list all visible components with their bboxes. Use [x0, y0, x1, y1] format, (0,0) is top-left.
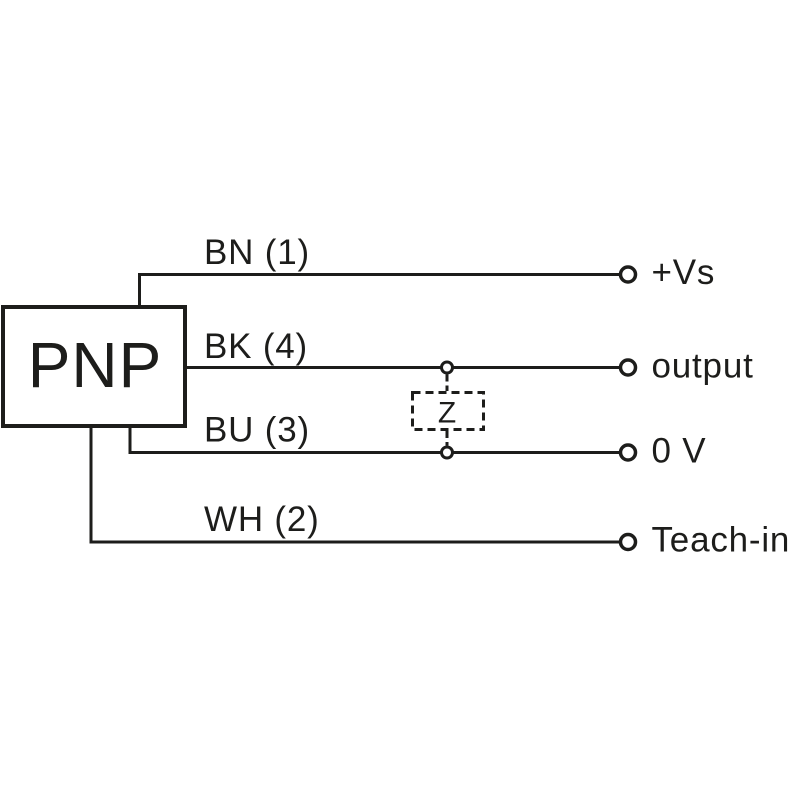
terminal-circle-output	[618, 358, 638, 377]
terminal-circle-vs	[618, 265, 638, 284]
terminal-label-teach-in: Teach-in	[652, 521, 791, 560]
terminal-circle-0v	[618, 443, 638, 462]
impedance-label: Z	[438, 397, 456, 430]
device-box	[1, 305, 187, 428]
terminal-circle-teach-in	[618, 532, 638, 552]
wire-label-bu: BU (3)	[204, 411, 310, 450]
junction-circle-output	[440, 360, 454, 375]
wire-label-bk: BK (4)	[204, 327, 308, 366]
wire-bn	[138, 273, 619, 307]
terminal-label-output: output	[652, 347, 754, 386]
device-label: PNP	[28, 329, 163, 401]
impedance-box	[411, 391, 485, 431]
terminal-label-0v: 0 V	[652, 432, 707, 471]
junction-circle-0v	[440, 445, 454, 460]
terminal-label-vs: +Vs	[652, 253, 716, 292]
wire-label-bn: BN (1)	[204, 233, 310, 272]
wire-bu	[128, 427, 619, 454]
wire-wh	[89, 427, 619, 544]
wire-label-wh: WH (2)	[204, 500, 320, 539]
